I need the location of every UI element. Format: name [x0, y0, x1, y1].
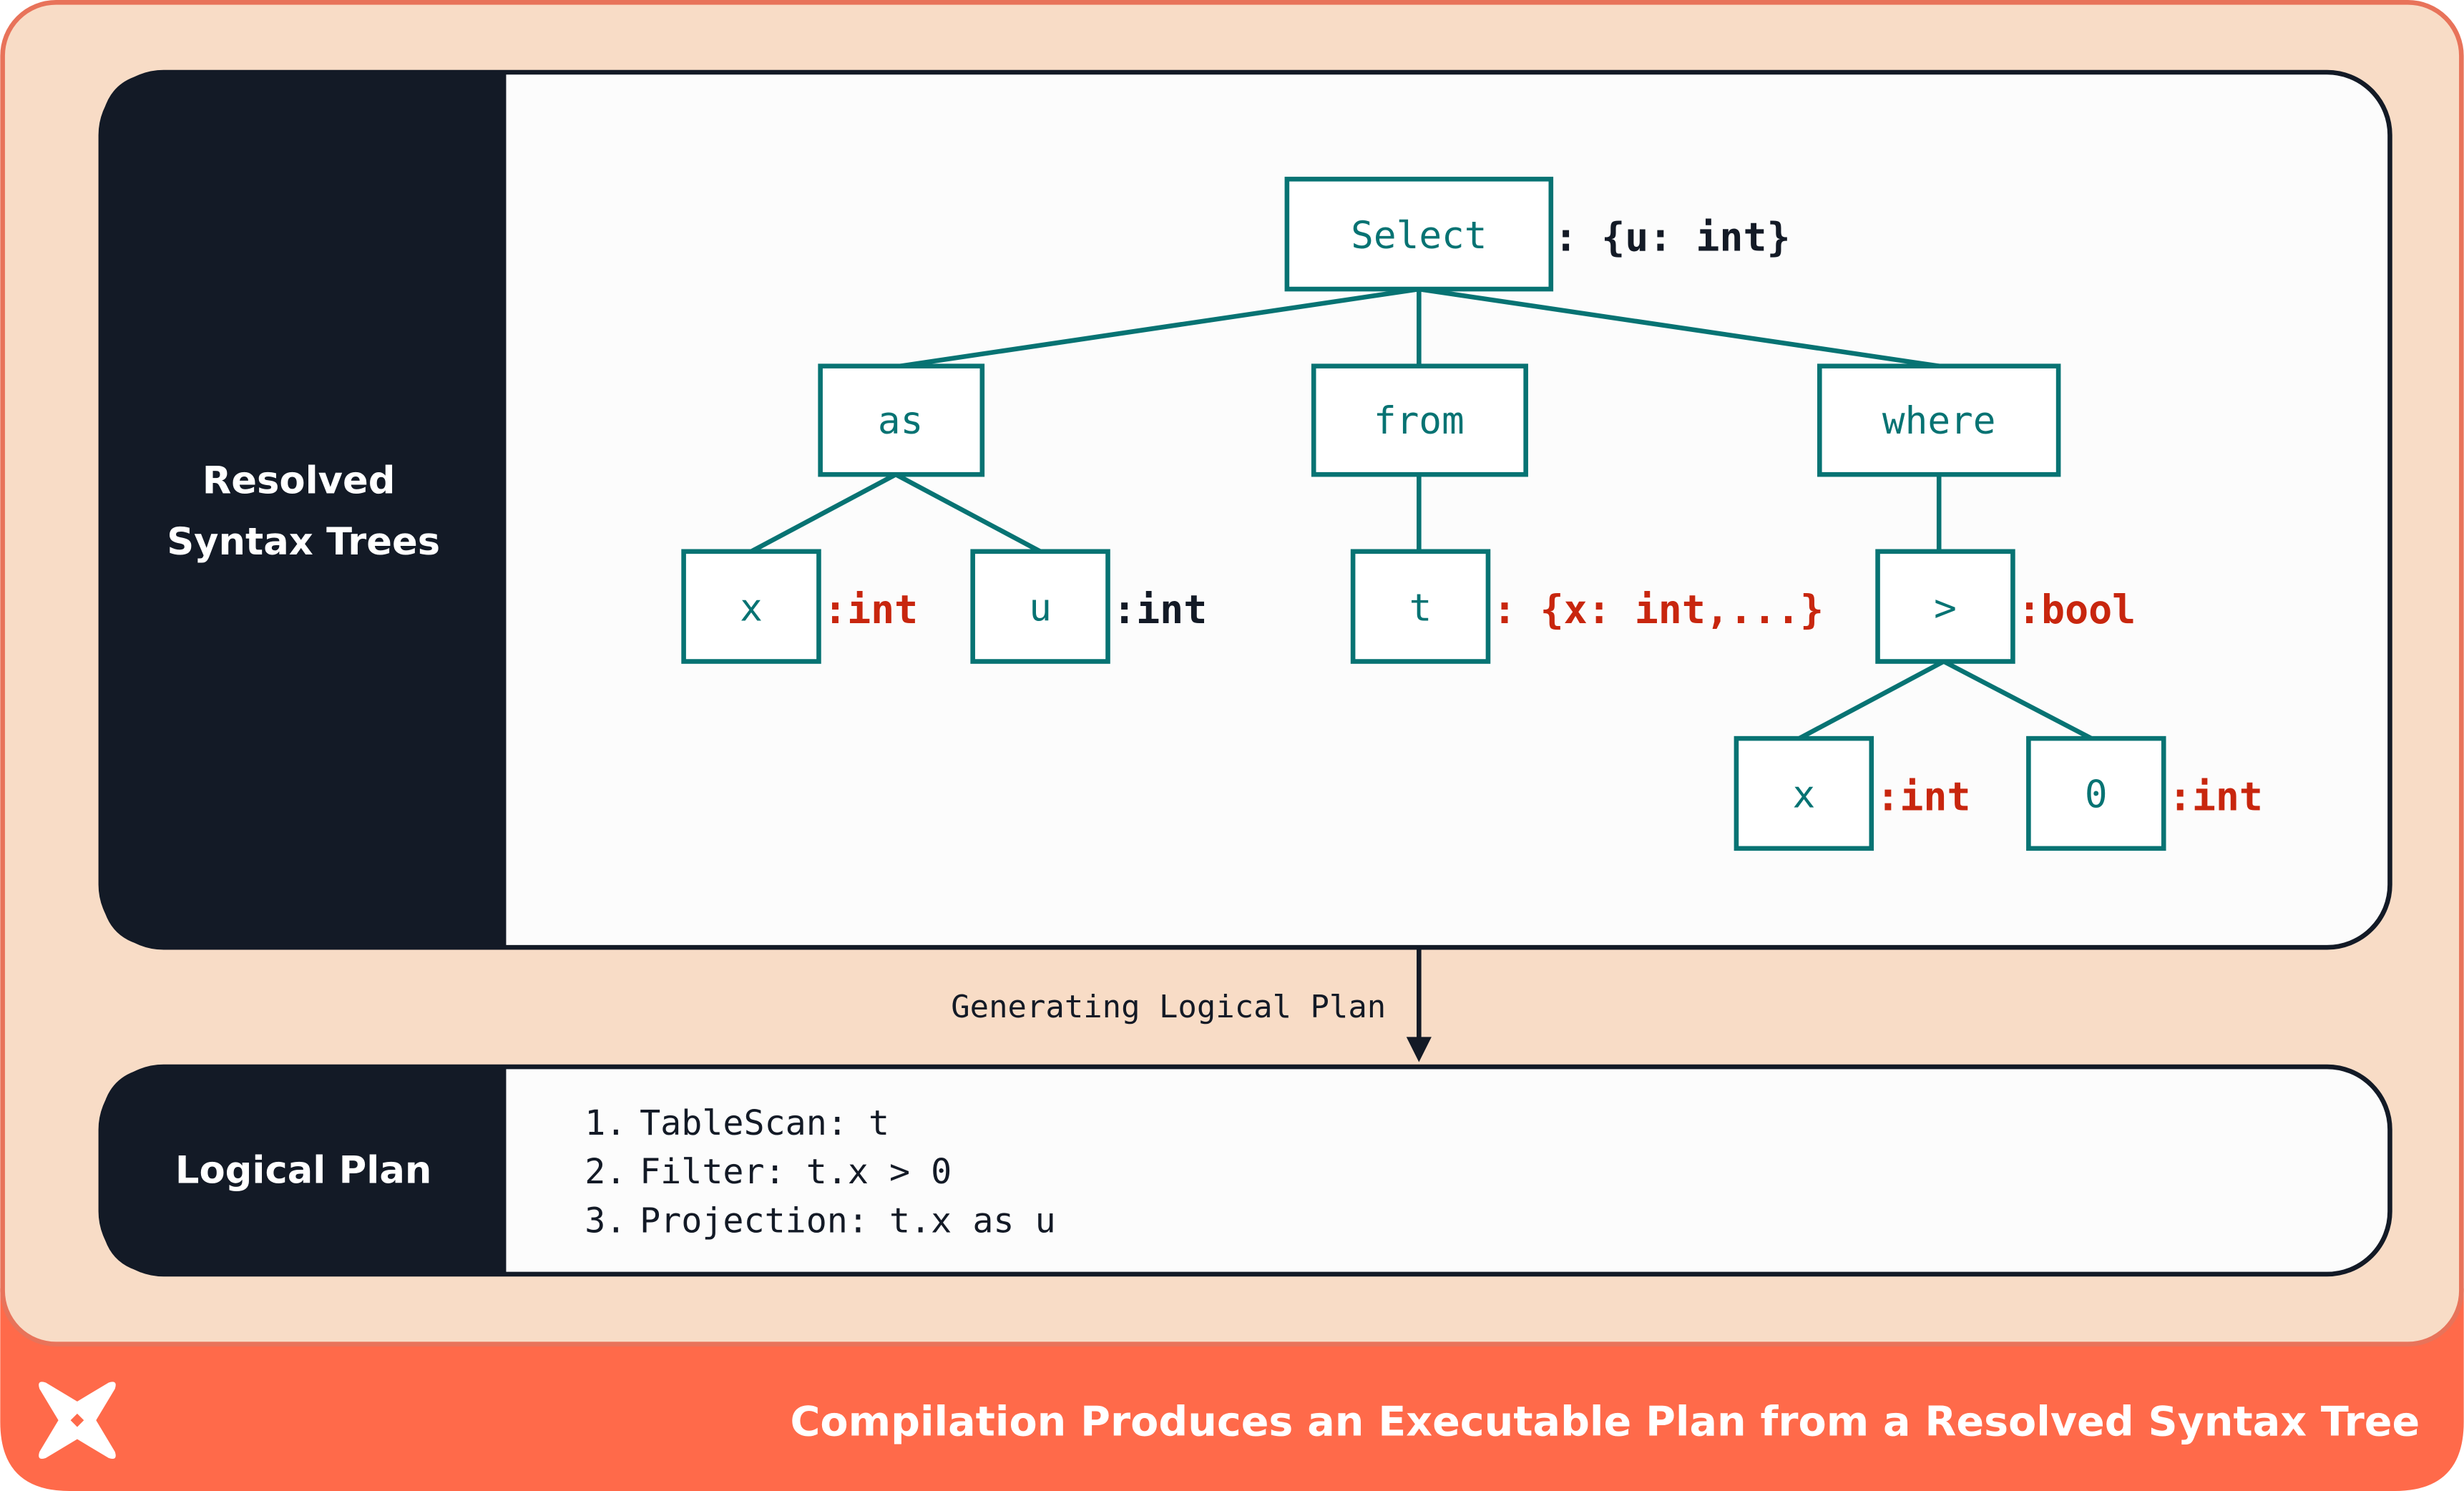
node-gt: > — [1875, 549, 2015, 664]
edge-as-x — [750, 472, 897, 554]
logical-plan-label: Logical Plan — [175, 1149, 431, 1193]
syntax-tree-label-panel — [100, 72, 507, 948]
node-select: Select — [1284, 177, 1554, 292]
plan-step-text: Projection: t.x as u — [640, 1201, 1056, 1241]
syntax-tree-label-line1: Resolved — [202, 459, 396, 502]
node-as-u: u — [970, 549, 1110, 664]
as-x-type: :int — [823, 587, 918, 632]
edge-select-where — [1418, 286, 1940, 368]
gt-x-type: :int — [1876, 773, 1970, 819]
logical-plan-label-panel — [100, 1067, 507, 1274]
node-as: as — [818, 363, 985, 477]
edge-as-u — [894, 472, 1042, 554]
node-from: from — [1311, 363, 1528, 477]
as-u-type: :int — [1113, 587, 1207, 632]
from-t-type: : {x: int,...} — [1493, 587, 1824, 632]
node-label: u — [1029, 586, 1052, 630]
node-label: > — [1934, 586, 1957, 630]
plan-steps: 1. TableScan: t 2. Filter: t.x > 0 3. Pr… — [585, 1103, 1055, 1241]
node-label: where — [1882, 399, 1996, 443]
node-gt-x: x — [1734, 735, 1874, 851]
select-type: : {u: int} — [1554, 215, 1790, 260]
node-label: t — [1409, 586, 1432, 630]
edge-gt-x — [1798, 659, 1945, 741]
plan-step-num: 3. — [585, 1201, 626, 1241]
edge-gt-0 — [1942, 659, 2093, 741]
plan-step-text: Filter: t.x > 0 — [640, 1152, 952, 1192]
node-label: as — [878, 399, 923, 443]
arrow-head-icon — [1406, 1037, 1432, 1062]
node-from-t: t — [1350, 549, 1491, 664]
plan-step-num: 1. — [585, 1103, 626, 1143]
footer-caption: Compilation Produces an Executable Plan … — [791, 1398, 2420, 1445]
node-label: x — [740, 586, 763, 630]
logical-plan-panel: Logical Plan — [98, 1064, 2392, 1277]
gt-type: :bool — [2018, 587, 2136, 632]
node-gt-0: 0 — [2026, 735, 2166, 851]
node-label: Select — [1351, 214, 1487, 258]
node-where: where — [1817, 363, 2061, 477]
node-label: from — [1374, 399, 1465, 443]
node-label: 0 — [2085, 773, 2108, 817]
dbt-logo-icon — [39, 1382, 116, 1459]
tree-edges — [750, 286, 2093, 741]
edge-select-as — [900, 286, 1419, 368]
syntax-tree-label-line2: Syntax Trees — [167, 520, 440, 564]
gt-0-type: :int — [2169, 773, 2263, 819]
plan-step-text: TableScan: t — [640, 1103, 889, 1143]
arrow-label: Generating Logical Plan — [951, 989, 1386, 1025]
generate-plan-arrow — [1406, 947, 1432, 1062]
node-label: x — [1792, 773, 1815, 817]
plan-step-num: 2. — [585, 1152, 626, 1192]
node-as-x: x — [681, 549, 821, 664]
